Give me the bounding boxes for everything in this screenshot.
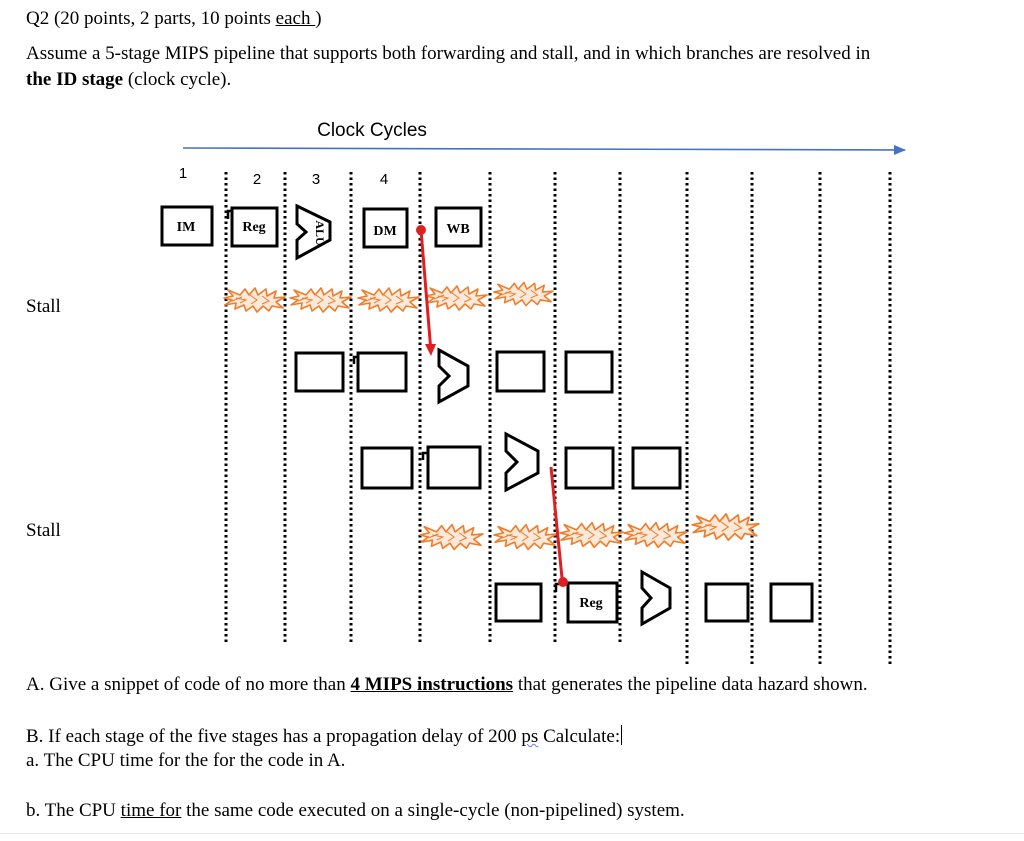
clock-arrow bbox=[182, 144, 906, 155]
alu-stage-shape bbox=[640, 569, 672, 627]
dm-stage-box bbox=[362, 207, 409, 249]
text-cursor bbox=[621, 725, 623, 745]
stall-bubbles-2 bbox=[418, 512, 761, 551]
wb-stage-box bbox=[769, 582, 814, 623]
instruction-row-2 bbox=[294, 347, 614, 405]
wb-stage-box bbox=[631, 446, 682, 490]
cycle-label-1: 1 bbox=[179, 165, 187, 182]
heading-suffix: ) bbox=[315, 8, 322, 29]
part-b-text: B. If each stage of the five stages has … bbox=[26, 725, 623, 748]
im-stage-box bbox=[294, 351, 345, 393]
part-b-unit: ps bbox=[521, 726, 539, 747]
stall-bubble bbox=[690, 512, 761, 542]
part-a-emphasis: 4 MIPS instructions bbox=[350, 674, 514, 695]
stall-bubbles-1 bbox=[222, 281, 555, 314]
wb-stage-label: WB bbox=[446, 222, 469, 237]
alu-stage-shape bbox=[437, 347, 470, 405]
reg-stage-label-row4: Reg bbox=[579, 596, 602, 611]
im-stage-label: IM bbox=[177, 220, 196, 235]
forward-arrowhead bbox=[425, 344, 436, 356]
stall-bubble bbox=[558, 521, 625, 549]
reg-stage-box bbox=[230, 206, 279, 248]
intro-line-1: Assume a 5-stage MIPS pipeline that supp… bbox=[26, 43, 871, 64]
instruction-row-4 bbox=[494, 569, 814, 627]
stall-label-1: Stall bbox=[26, 296, 61, 317]
alu-stage-label: ALU bbox=[313, 220, 327, 246]
reg-stage-box bbox=[566, 581, 619, 624]
im-stage-box bbox=[160, 205, 214, 247]
question-heading: Q2 (20 points, 2 parts, 10 points each ) bbox=[26, 8, 322, 30]
reg-stage-box bbox=[356, 351, 408, 393]
stall-bubble bbox=[222, 286, 287, 314]
stall-label-2: Stall bbox=[26, 520, 61, 541]
intro-bold: the ID stage bbox=[26, 69, 124, 90]
page-divider bbox=[0, 833, 1024, 834]
wb-stage-box bbox=[434, 206, 483, 248]
alu-stage-shape bbox=[295, 203, 332, 261]
alu-stage-shape bbox=[504, 431, 540, 493]
part-a-text: A. Give a snippet of code of no more tha… bbox=[26, 674, 868, 696]
heading-each: each bbox=[275, 8, 316, 29]
part-a-suffix: that generates the pipeline data hazard … bbox=[513, 674, 868, 695]
reg-stage-box bbox=[426, 445, 482, 490]
dm-stage-box bbox=[564, 446, 615, 490]
forward-target-dot bbox=[558, 577, 568, 587]
wb-stage-box bbox=[564, 350, 614, 394]
im-stage-box bbox=[494, 582, 543, 623]
stall-bubble bbox=[492, 281, 555, 307]
im-stage-box bbox=[360, 446, 414, 490]
forwarding-paths bbox=[416, 225, 568, 587]
instruction-row-1 bbox=[160, 203, 483, 261]
dm-stage-box bbox=[704, 582, 750, 623]
cycle-dividers bbox=[224, 172, 892, 665]
forward-arrow bbox=[419, 229, 433, 353]
sub-b-suffix: the same code executed on a single-cycle… bbox=[181, 800, 685, 821]
intro-line-2: the ID stage (clock cycle). bbox=[26, 69, 231, 91]
cycle-label-2: 2 bbox=[253, 171, 261, 188]
stall-bubble bbox=[492, 523, 559, 551]
sub-question-a: a. The CPU time for the for the code in … bbox=[26, 750, 346, 771]
sub-b-underlined: time for bbox=[120, 800, 182, 821]
part-b-prefix: B. If each stage of the five stages has … bbox=[26, 726, 522, 747]
stall-bubble bbox=[424, 284, 489, 312]
dm-stage-box bbox=[495, 350, 546, 393]
cycle-label-4: 4 bbox=[380, 171, 388, 188]
sub-question-b: b. The CPU time for the same code execut… bbox=[26, 800, 685, 822]
instruction-row-3 bbox=[360, 431, 682, 493]
forward-arrow bbox=[549, 466, 564, 579]
part-b-suffix: Calculate: bbox=[538, 726, 621, 747]
stall-bubble bbox=[418, 523, 485, 551]
stall-bubble bbox=[622, 521, 689, 549]
reg-stage-label: Reg bbox=[242, 220, 265, 235]
part-a-prefix: A. Give a snippet of code of no more tha… bbox=[26, 674, 351, 695]
axis-title: Clock Cycles bbox=[317, 120, 427, 141]
stall-bubble bbox=[288, 286, 353, 314]
intro-rest: (clock cycle). bbox=[123, 69, 232, 90]
dm-stage-label: DM bbox=[373, 224, 396, 239]
sub-b-prefix: b. The CPU bbox=[26, 800, 121, 821]
stall-bubble bbox=[356, 286, 421, 314]
heading-prefix: Q2 (20 points, 2 parts, 10 points bbox=[26, 8, 276, 29]
cycle-label-3: 3 bbox=[312, 171, 320, 188]
